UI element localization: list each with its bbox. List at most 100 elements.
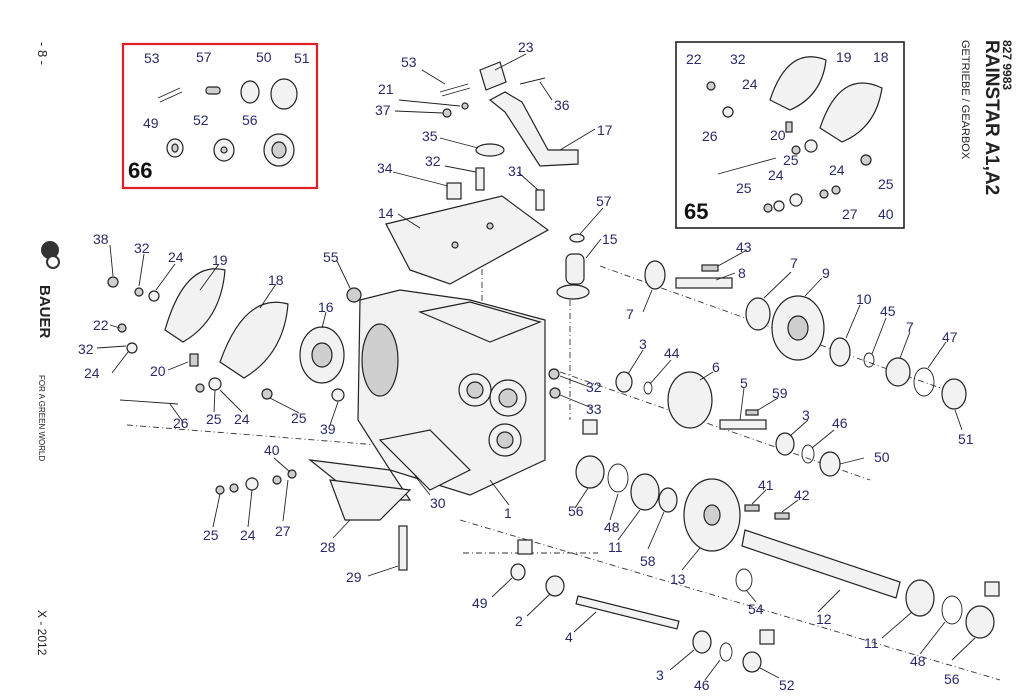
label-24: 24 <box>829 162 845 178</box>
label-38: 38 <box>93 231 109 247</box>
label-26: 26 <box>173 415 189 431</box>
inset-65: 22 32 19 18 24 26 20 24 24 25 25 25 27 4… <box>675 41 905 229</box>
inset-66-frame <box>121 42 319 190</box>
bolt-31 <box>535 189 545 211</box>
label-52: 52 <box>193 112 209 128</box>
label-52: 52 <box>779 677 795 693</box>
seal-56 <box>575 455 605 489</box>
label-5: 5 <box>740 375 748 391</box>
key-59 <box>745 409 759 416</box>
lever-17 <box>488 91 579 167</box>
label-56: 56 <box>568 503 584 519</box>
label-34: 34 <box>377 160 393 176</box>
label-32: 32 <box>586 379 602 395</box>
cotter-pin-53 <box>439 83 471 97</box>
label-18: 18 <box>873 49 889 65</box>
label-32: 32 <box>425 153 441 169</box>
bearing-11 <box>630 473 660 511</box>
label-20: 20 <box>770 127 786 143</box>
label-1: 1 <box>504 505 512 521</box>
circlip-45 <box>863 352 875 368</box>
bearing-3 <box>615 371 633 393</box>
shaft-4 <box>575 595 680 630</box>
part-labels: 53 23 21 36 37 35 17 34 32 31 14 57 15 4… <box>78 39 974 693</box>
label-4: 4 <box>565 629 573 645</box>
label-12: 12 <box>816 611 832 627</box>
label-41: 41 <box>758 477 774 493</box>
bushing-39 <box>331 388 345 402</box>
plug-34 <box>446 182 462 200</box>
page-number: - 8 - <box>35 42 50 65</box>
label-44: 44 <box>664 345 680 361</box>
label-15: 15 <box>602 231 618 247</box>
label-50: 50 <box>874 449 890 465</box>
label-47: 47 <box>942 329 958 345</box>
edition-text: X - 2012 <box>35 610 49 656</box>
bolt-32 <box>475 167 485 191</box>
plug-33 <box>549 387 561 399</box>
label-54: 54 <box>748 601 764 617</box>
label-25: 25 <box>736 180 752 196</box>
bearing-11 <box>905 579 935 617</box>
label-24: 24 <box>742 76 758 92</box>
label-7: 7 <box>626 306 634 322</box>
shaft-12 <box>741 529 901 599</box>
label-2: 2 <box>515 613 523 629</box>
rod-26 <box>119 399 179 405</box>
seal-56 <box>965 605 995 639</box>
label-51: 51 <box>294 50 310 66</box>
washer-52 <box>742 651 762 673</box>
label-58: 58 <box>640 553 656 569</box>
label-11: 11 <box>864 635 879 651</box>
circlip-47 <box>913 367 935 397</box>
oring-57 <box>569 233 585 243</box>
label-8: 8 <box>738 265 746 281</box>
label-11: 11 <box>608 539 623 555</box>
label-21: 21 <box>378 81 394 97</box>
label-30: 30 <box>430 495 446 511</box>
bearing-7 <box>745 297 771 331</box>
label-35: 35 <box>422 128 438 144</box>
brand-name: BAUER <box>36 285 53 339</box>
label-57: 57 <box>196 49 212 65</box>
label-25: 25 <box>291 410 307 426</box>
circlip-54 <box>735 568 753 592</box>
label-33: 33 <box>586 401 602 417</box>
label-16: 16 <box>318 299 334 315</box>
bolt-20 <box>189 353 199 367</box>
cap-51 <box>941 378 967 410</box>
label-24: 24 <box>84 365 100 381</box>
label-46: 46 <box>832 415 848 431</box>
bracket-28 <box>329 479 412 521</box>
shaft-5 <box>719 419 767 430</box>
bearing-7 <box>644 260 666 290</box>
gearbox-subtitle: GETRIEBE / GEARBOX <box>959 40 971 160</box>
key-43 <box>701 264 719 272</box>
inset-66: 53 57 50 51 49 52 56 66 <box>121 42 319 190</box>
cap-51 <box>270 78 298 110</box>
cotter-pin-53 <box>157 87 183 103</box>
label-25: 25 <box>783 152 799 168</box>
label-39: 39 <box>320 421 336 437</box>
label-26: 26 <box>702 128 718 144</box>
label-22: 22 <box>93 317 109 333</box>
circlip-46 <box>719 642 733 662</box>
circlip-48 <box>607 463 629 493</box>
label-31: 31 <box>508 163 524 179</box>
nut-37 <box>442 108 452 118</box>
spacer-58 <box>658 487 678 513</box>
label-9: 9 <box>822 265 830 281</box>
document-number: 827 9983 <box>1000 40 1014 90</box>
label-22: 22 <box>686 51 702 67</box>
circlip-48 <box>941 595 963 625</box>
label-19: 19 <box>212 252 228 268</box>
label-56: 56 <box>242 112 258 128</box>
inset-66-number: 66 <box>128 158 152 183</box>
label-6: 6 <box>712 359 720 375</box>
gearbox-housing-1 <box>357 289 546 496</box>
label-49: 49 <box>472 595 488 611</box>
label-36: 36 <box>554 97 570 113</box>
inset-65-number: 65 <box>684 199 708 224</box>
label-51: 51 <box>958 431 974 447</box>
